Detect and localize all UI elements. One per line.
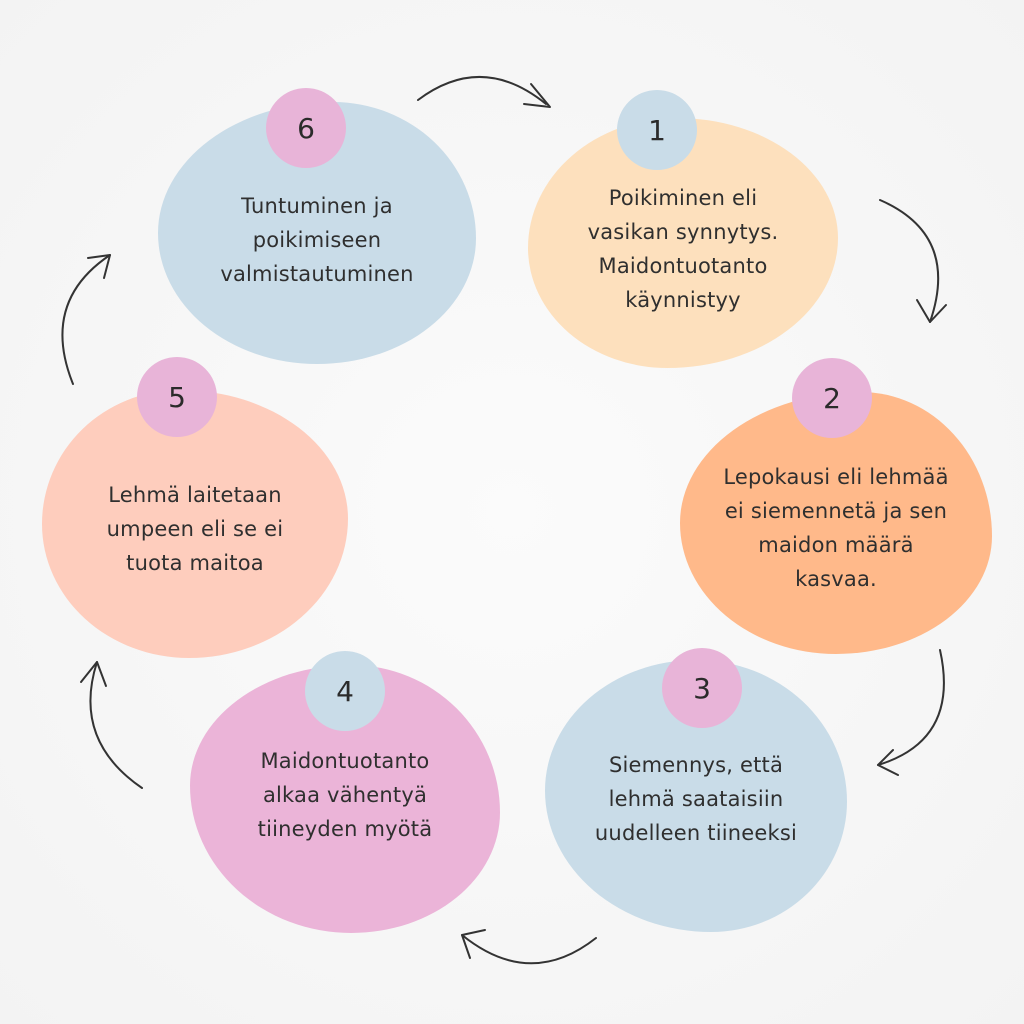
step-1-number-badge: 1 [617,90,697,170]
step-3-number-badge: 3 [662,648,742,728]
step-3-text: Siemennys, että lehmä saataisiin uudelle… [594,753,798,845]
step-2-blob: Lepokausi eli lehmää ei siemennetä ja se… [680,392,992,654]
step-4-blob: Maidontuotanto alkaa vähentyä tiineyden … [190,665,500,933]
step-6-number-badge: 6 [266,88,346,168]
arrow-2-to-3-icon [877,649,945,776]
step-5-blob: Lehmä laitetaan umpeen eli se ei tuota m… [42,390,348,658]
step-4-number-badge: 4 [305,651,385,731]
arrow-3-to-4-icon [461,929,597,965]
step-4-text: Maidontuotanto alkaa vähentyä tiineyden … [257,749,433,841]
step-5-number-badge: 5 [137,357,217,437]
step-2-number-badge: 2 [792,358,872,438]
arrow-4-to-5-icon [80,661,143,789]
arrow-6-to-1-icon [417,75,551,108]
step-5-text: Lehmä laitetaan umpeen eli se ei tuota m… [106,483,284,575]
step-1-text: Poikiminen eli vasikan synnytys. Maidont… [587,186,779,312]
arrow-1-to-2-icon [879,199,947,323]
step-2-text: Lepokausi eli lehmää ei siemennetä ja se… [723,465,949,591]
arrow-5-to-6-icon [61,254,111,385]
step-6-text: Tuntuminen ja poikimiseen valmistautumin… [220,194,414,286]
